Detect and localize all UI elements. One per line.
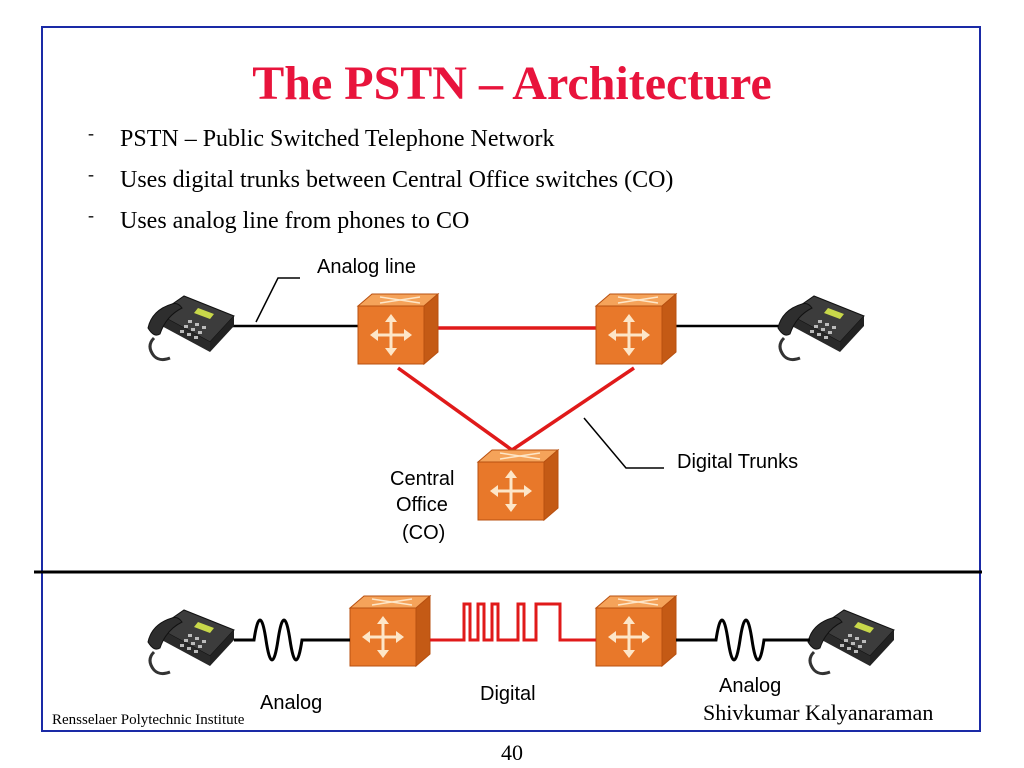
footer-author: Shivkumar Kalyanaraman bbox=[703, 700, 934, 725]
analog-left-label: Analog bbox=[260, 692, 323, 714]
central-office-label-line3: (CO) bbox=[402, 522, 446, 544]
bullet-text: Uses analog line from phones to CO bbox=[120, 208, 470, 234]
bullet-marker: - bbox=[88, 205, 94, 225]
telephone-icon-bottom-right bbox=[806, 608, 896, 676]
bullet-text: PSTN – Public Switched Telephone Network bbox=[120, 126, 555, 152]
central-office-switch-bottom bbox=[476, 448, 560, 522]
switch-bottom-left bbox=[348, 594, 432, 668]
telephone-icon-right bbox=[776, 294, 866, 362]
bullet-marker: - bbox=[88, 164, 94, 184]
footer-institute: Rensselaer Polytechnic Institute bbox=[52, 712, 245, 728]
telephone-icon-bottom-left bbox=[146, 608, 236, 676]
bullet-item: - Uses digital trunks between Central Off… bbox=[88, 164, 674, 206]
analog-waveform-right bbox=[676, 618, 810, 662]
slide-frame bbox=[41, 26, 981, 732]
central-office-switch-right bbox=[594, 292, 678, 366]
telephone-icon-left bbox=[146, 294, 236, 362]
bullet-item: - Uses analog line from phones to CO bbox=[88, 205, 673, 247]
central-office-switch-left bbox=[356, 292, 440, 366]
slide-title: The PSTN – Architecture bbox=[252, 57, 772, 110]
bullet-marker: - bbox=[88, 123, 94, 143]
digital-trunk-left bbox=[396, 366, 514, 452]
digital-trunks-callout bbox=[583, 417, 664, 469]
analog-right-label: Analog bbox=[719, 675, 782, 697]
digital-waveform bbox=[430, 602, 596, 642]
switch-bottom-right bbox=[594, 594, 678, 668]
digital-label: Digital bbox=[480, 683, 536, 705]
page-number: 40 bbox=[501, 740, 523, 765]
bullet-item: - PSTN – Public Switched Telephone Networ… bbox=[88, 123, 673, 165]
analog-line-label: Analog line bbox=[317, 256, 416, 278]
digital-trunks-label: Digital Trunks bbox=[677, 451, 799, 473]
central-office-label-line2: Office bbox=[396, 494, 448, 516]
bullet-text: Uses digital trunks between Central Offi… bbox=[120, 167, 674, 193]
analog-line-callout bbox=[255, 277, 300, 323]
central-office-label-line1: Central bbox=[390, 468, 455, 490]
digital-trunk-right bbox=[511, 366, 635, 452]
analog-waveform-left bbox=[234, 618, 350, 662]
bullet-list: - PSTN – Public Switched Telephone Networ… bbox=[88, 123, 674, 247]
